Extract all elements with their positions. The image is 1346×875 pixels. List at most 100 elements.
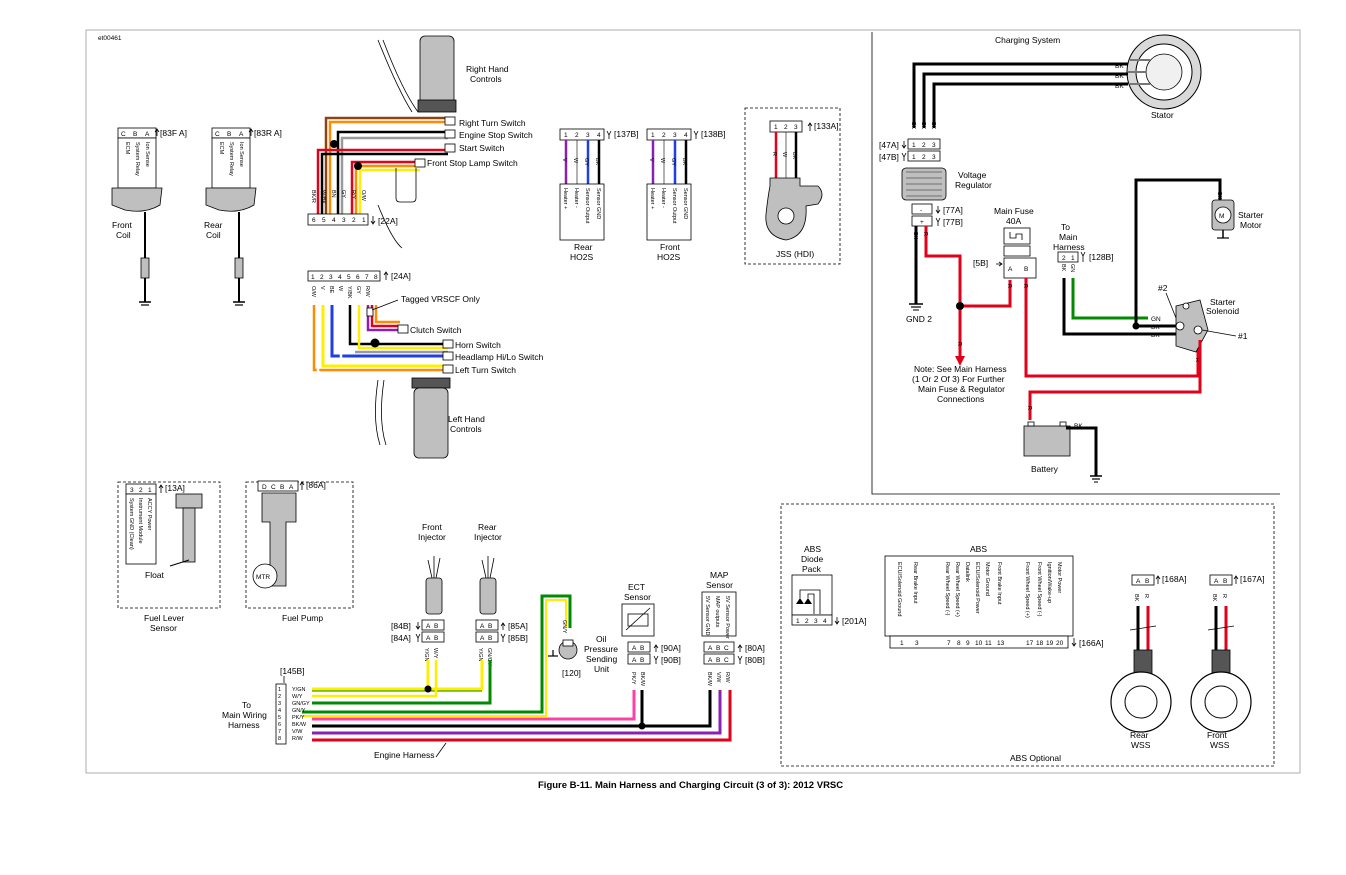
svg-text:System Relay: System Relay: [134, 142, 140, 176]
svg-text:V: V: [561, 158, 567, 162]
svg-text:GN/GY: GN/GY: [292, 701, 310, 707]
svg-text:Rear: Rear: [204, 220, 223, 230]
svg-text:Ion Sense: Ion Sense: [238, 142, 244, 167]
svg-text:Starter: Starter: [1238, 210, 1264, 220]
svg-text:BK: BK: [1216, 192, 1222, 200]
svg-text:Right Hand: Right Hand: [466, 64, 509, 74]
svg-text:[201A]: [201A]: [842, 616, 867, 626]
svg-text:Sensor: Sensor: [150, 623, 177, 633]
diagram-frame: [85, 29, 1301, 774]
svg-text:C: C: [724, 657, 729, 664]
svg-text:A: A: [708, 657, 713, 664]
svg-text:Y/GN: Y/GN: [292, 687, 305, 693]
svg-text:R: R: [956, 342, 962, 346]
svg-text:Front Wheel Speed (+): Front Wheel Speed (+): [1024, 562, 1030, 618]
svg-text:B: B: [434, 635, 438, 642]
svg-text:Connections: Connections: [937, 394, 984, 404]
svg-text:Main Fuse & Regulator: Main Fuse & Regulator: [918, 384, 1005, 394]
front-coil-conn: [83F A]: [160, 128, 187, 138]
svg-text:[77A]: [77A]: [943, 205, 963, 215]
svg-text:Starter: Starter: [1210, 297, 1236, 307]
svg-text:R/W: R/W: [364, 286, 370, 298]
svg-text:8: 8: [957, 640, 961, 647]
svg-text:9: 9: [966, 640, 970, 647]
abs-diode-pack: ABS Diode Pack 1 2 3 4 [201A]: [791, 544, 867, 626]
svg-text:3: 3: [915, 640, 919, 647]
svg-text:1: 1: [900, 640, 904, 647]
svg-text:GND 2: GND 2: [906, 314, 932, 324]
svg-text:B: B: [640, 645, 644, 652]
svg-text:Instrument Module: Instrument Module: [137, 498, 143, 544]
svg-text:1: 1: [651, 132, 655, 139]
svg-text:B: B: [716, 645, 720, 652]
svg-text:B: B: [434, 623, 438, 630]
svg-text:W: W: [572, 158, 578, 164]
figure-caption: Figure B-11. Main Harness and Charging C…: [538, 780, 843, 791]
svg-text:2: 2: [139, 487, 143, 494]
svg-text:Fuel Lever: Fuel Lever: [144, 613, 184, 623]
svg-text:B: B: [280, 484, 284, 491]
svg-text:ECU/Solenoid Ground: ECU/Solenoid Ground: [896, 562, 902, 616]
svg-text:O/W: O/W: [310, 286, 316, 298]
svg-text:R: R: [771, 152, 777, 156]
svg-text:GN: GN: [1151, 316, 1161, 323]
svg-text:1: 1: [1071, 255, 1075, 262]
svg-text:Pressure: Pressure: [584, 644, 618, 654]
svg-text:3: 3: [932, 154, 936, 161]
svg-text:HO2S: HO2S: [570, 252, 593, 262]
svg-text:1: 1: [774, 124, 778, 131]
svg-text:GN/GY: GN/GY: [486, 648, 492, 666]
svg-text:40A: 40A: [1006, 216, 1021, 226]
svg-text:3: 3: [673, 132, 677, 139]
svg-text:Start Switch: Start Switch: [459, 143, 505, 153]
svg-text:BK: BK: [1211, 594, 1217, 602]
svg-text:Sensor GND: Sensor GND: [595, 188, 601, 219]
svg-text:System Relay: System Relay: [228, 142, 234, 176]
svg-text:6: 6: [356, 274, 360, 281]
fuel-pump: D C B A [86A] MTR Fuel Pump: [245, 480, 354, 623]
svg-text:Oil: Oil: [596, 634, 607, 644]
svg-text:[168A]: [168A]: [1162, 574, 1187, 584]
svg-text:+: +: [920, 219, 924, 226]
svg-text:W: W: [781, 152, 787, 158]
front-ho2s: 1 2 3 4 [138B] V W GY BK Heater + Heater…: [646, 128, 726, 262]
svg-text:[90B]: [90B]: [661, 655, 681, 665]
svg-text:BK/W: BK/W: [639, 672, 645, 687]
svg-text:BK: BK: [681, 158, 687, 166]
svg-text:[22A]: [22A]: [378, 216, 398, 226]
svg-text:Front: Front: [1207, 730, 1227, 740]
svg-text:#1: #1: [1238, 331, 1248, 341]
svg-text:Sending: Sending: [586, 654, 617, 664]
rear-coil-conn: [83R A]: [254, 128, 282, 138]
svg-text:Y/BK: Y/BK: [346, 286, 352, 299]
svg-text:MAP outputs: MAP outputs: [714, 596, 720, 628]
svg-text:A: A: [1214, 578, 1219, 585]
svg-text:4: 4: [684, 132, 688, 139]
svg-text:Coil: Coil: [116, 230, 131, 240]
svg-text:[84B]: [84B]: [391, 621, 411, 631]
svg-text:V: V: [319, 286, 325, 290]
svg-text:HO2S: HO2S: [657, 252, 680, 262]
svg-text:BK: BK: [910, 122, 916, 130]
svg-text:4: 4: [338, 274, 342, 281]
svg-text:3: 3: [932, 142, 936, 149]
svg-text:R/W: R/W: [724, 672, 730, 684]
svg-text:BK: BK: [1115, 63, 1124, 70]
svg-text:BK: BK: [1151, 332, 1160, 339]
svg-text:3: 3: [586, 132, 590, 139]
svg-text:ECT: ECT: [628, 582, 645, 592]
svg-text:A: A: [632, 645, 637, 652]
svg-text:ECM: ECM: [124, 142, 130, 155]
svg-text:WSS: WSS: [1210, 740, 1230, 750]
svg-text:C: C: [271, 484, 276, 491]
svg-text:A: A: [1008, 266, 1013, 273]
svg-text:Sensor Output: Sensor Output: [671, 188, 677, 224]
svg-text:Heater +: Heater +: [562, 188, 568, 209]
svg-text:2: 2: [1062, 255, 1066, 262]
svg-text:2: 2: [320, 274, 324, 281]
svg-text:B: B: [1145, 578, 1149, 585]
svg-text:GY: GY: [670, 158, 676, 166]
svg-text:B: B: [640, 657, 644, 664]
svg-text:BK/R: BK/R: [310, 190, 316, 203]
svg-text:BK: BK: [1074, 423, 1083, 430]
